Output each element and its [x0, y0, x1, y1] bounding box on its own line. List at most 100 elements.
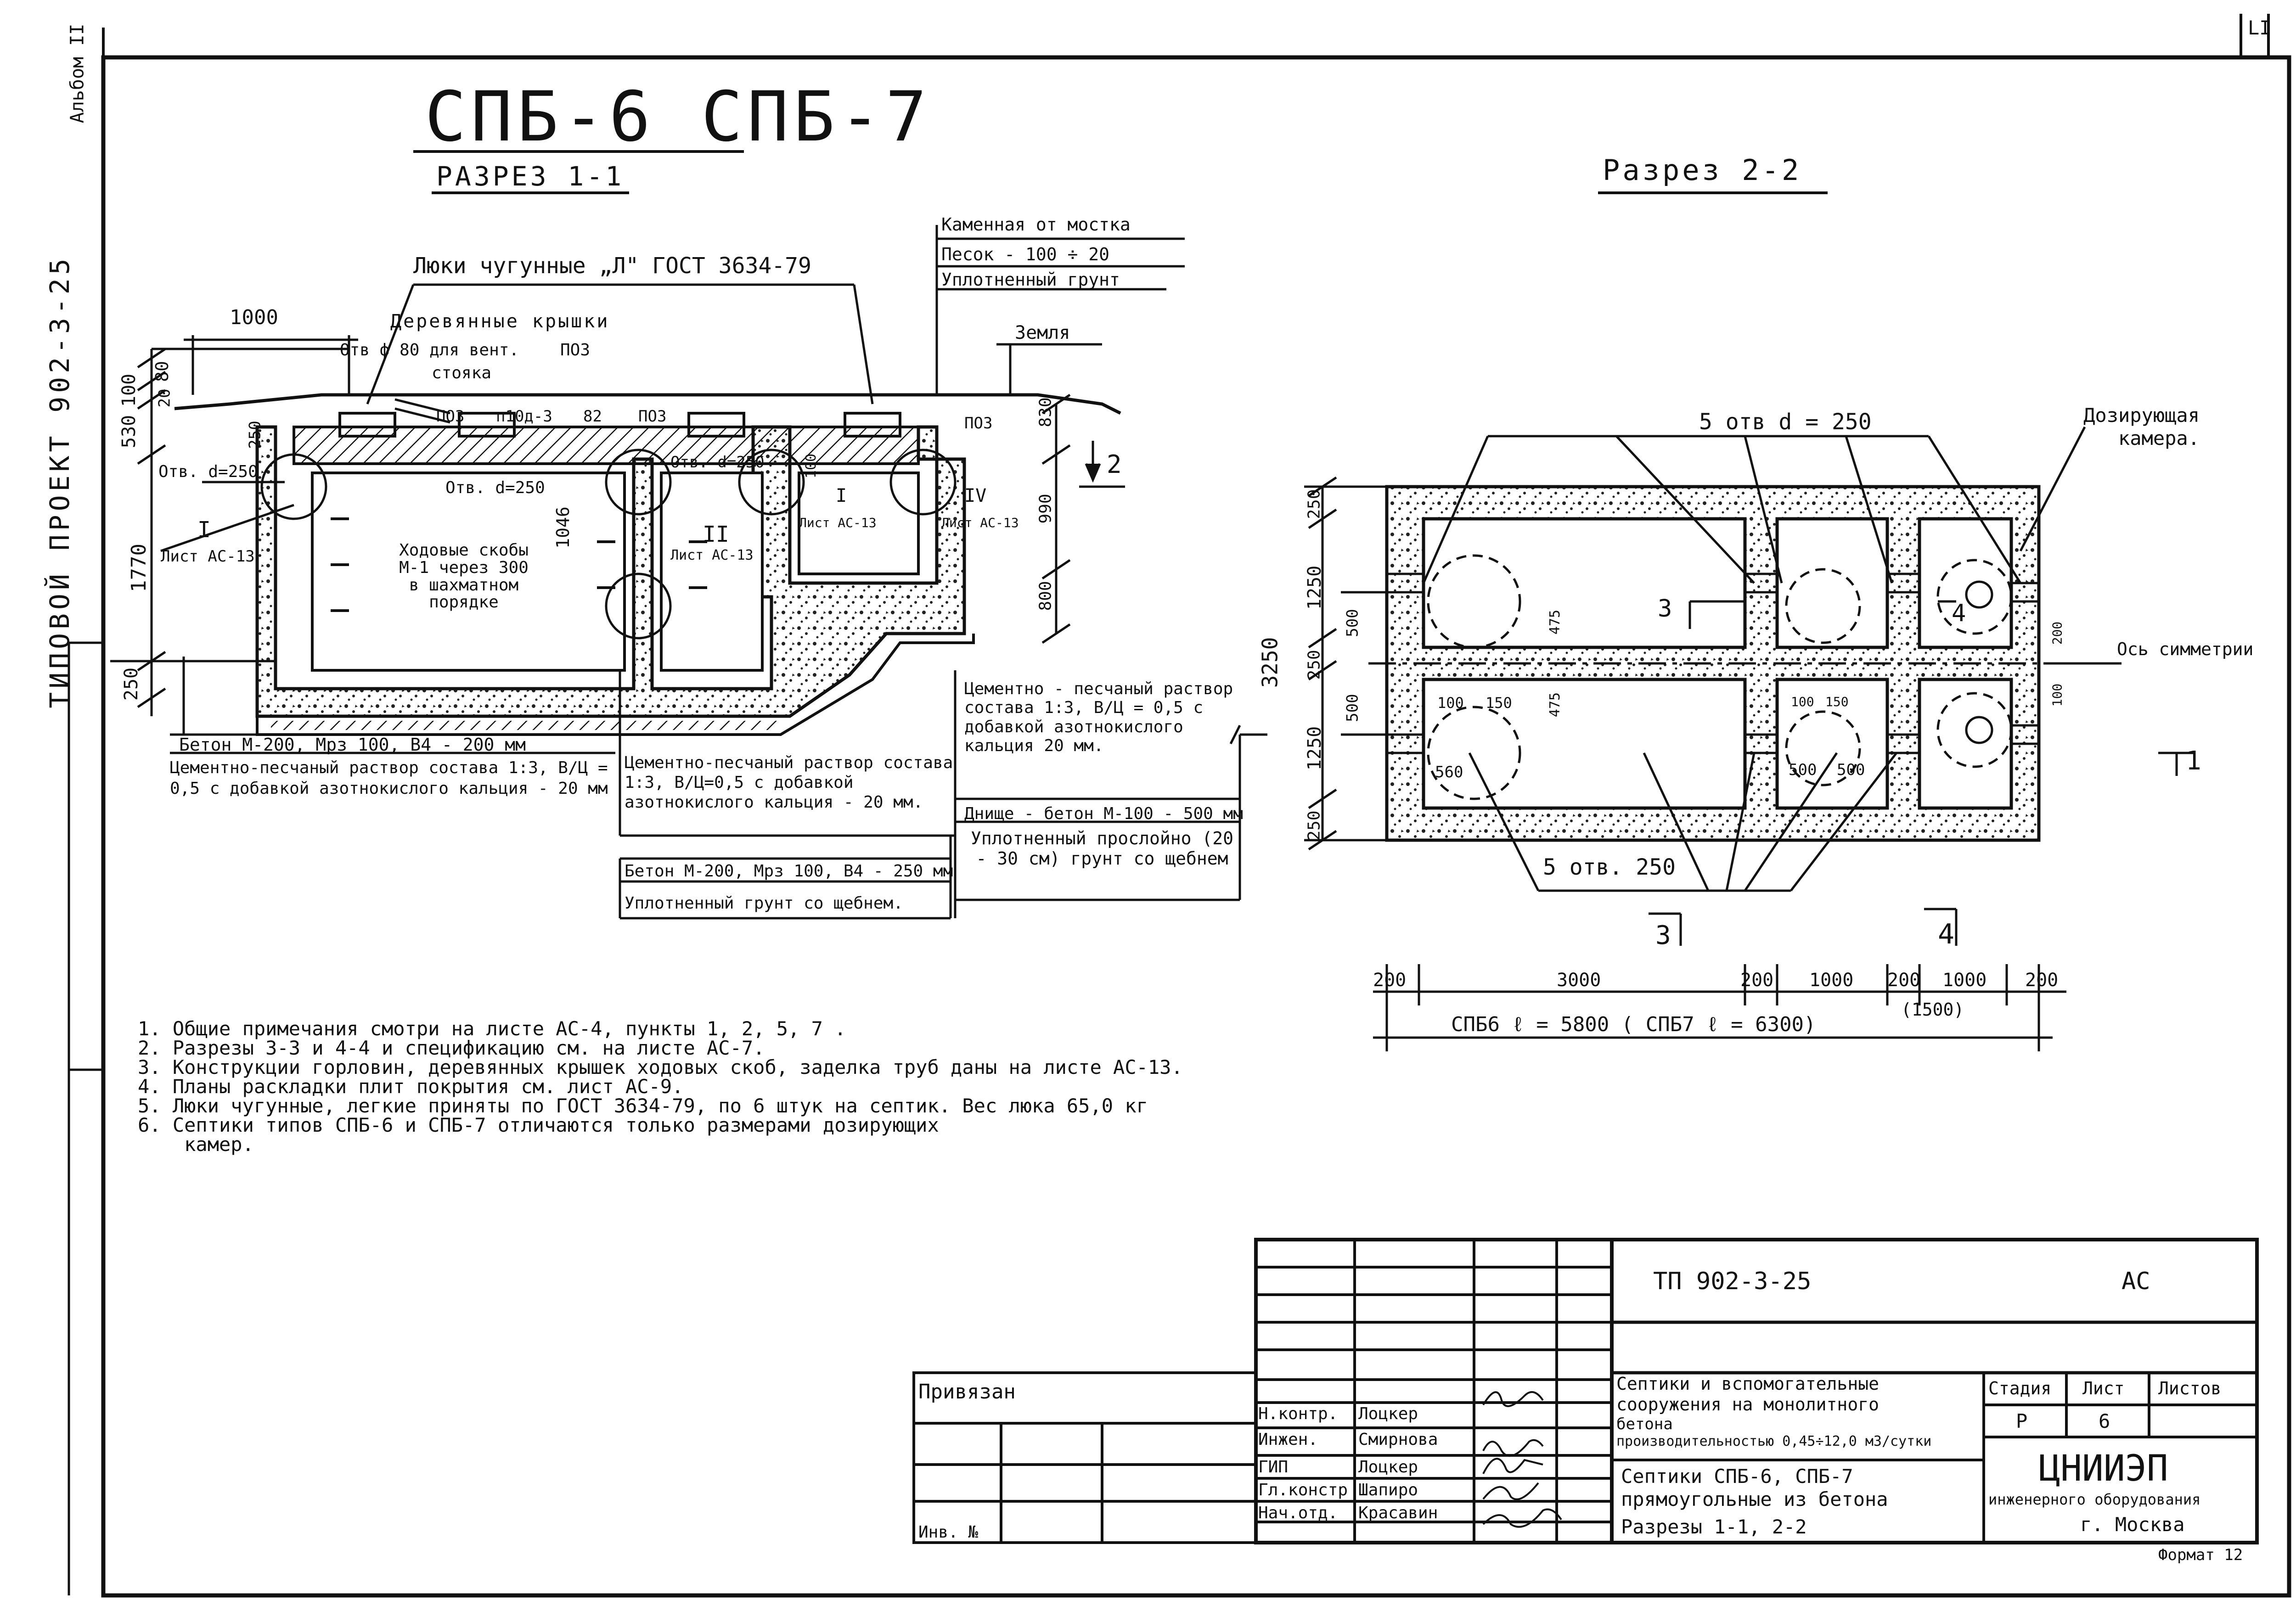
plan-dim-500a: 500 [1343, 609, 1362, 637]
callout-rungs: Ходовые скобы М-1 через 300 в шахматном … [399, 541, 529, 612]
corner-sheet-mark: LI [2248, 17, 2271, 39]
callout-plate: п10д-3 [496, 407, 552, 426]
plan-top-holes: 5 отв d = 250 [1699, 409, 1872, 435]
signatures [1482, 1391, 1562, 1528]
tb-role-4: Гл.констр [1258, 1481, 1348, 1499]
tb-sheets-header: Листов [2158, 1378, 2222, 1398]
plan-bottom-200b: 200 [1740, 970, 1774, 991]
dim-830: 830 [1036, 397, 1055, 427]
dim-100b: 100 [803, 453, 820, 479]
cut-mark-4-inner: 4 [1952, 600, 1966, 627]
plan-bottom-1000b: 1000 [1942, 970, 1987, 991]
plan-dim-500d: 500 [1837, 761, 1865, 779]
detail-I-right: I [836, 485, 847, 506]
callout-poz-a: ПОЗ [560, 341, 591, 359]
callout-hole-mid: Отв. d=250 [445, 478, 545, 497]
tb-name-3: Лоцкер [1358, 1458, 1418, 1476]
plan-dim-475a: 475 [1547, 609, 1564, 635]
cut-mark-3-top: 3 [1658, 595, 1672, 623]
plan-bottom-200c: 200 [1887, 970, 1921, 991]
tb-mark: АС [2122, 1268, 2150, 1295]
plan-dim-100c: 100 [2049, 683, 2065, 707]
tb-format: Формат 12 [2158, 1546, 2243, 1564]
plan-dim-200: 200 [2049, 621, 2065, 645]
tb-desc-4: производительностью 0,45÷12,0 м3/сутки [1616, 1433, 1932, 1449]
tb-sheet-number: 6 [2099, 1410, 2110, 1432]
dim-530: 530 [118, 415, 140, 449]
callout-poz-b: ПОЗ [436, 407, 465, 426]
section-1-label: РАЗРЕЗ 1-1 [436, 161, 625, 192]
detail-IV: IV [964, 485, 987, 506]
section-1-1-dimensions [110, 225, 1185, 716]
dim-250-bottom: 250 [121, 667, 142, 701]
note-line: 2. Разрезы 3-3 и 4-4 и спецификацию см. … [138, 1037, 765, 1059]
tb-privyazan: Привязан [918, 1380, 1016, 1404]
tb-inv: Инв. № [918, 1523, 979, 1542]
plan-dim-3250: 3250 [1257, 637, 1283, 688]
tb-name-4: Шапиро [1358, 1481, 1418, 1499]
callout-vent-hole: Отв ф 80 для вент. [340, 341, 519, 359]
plan-dim-250a: 250 [1305, 489, 1324, 519]
tb-role-1: Н.контр. [1258, 1404, 1338, 1423]
plan-dim-475b: 475 [1547, 692, 1564, 718]
plan-dim-150b: 150 [1825, 694, 1849, 709]
callout-stone: Каменная от мостка [941, 214, 1131, 235]
note-line: 3. Конструкции горловин, деревянных крыш… [138, 1056, 1183, 1078]
tb-role-2: Инжен. [1258, 1430, 1318, 1449]
note-compacted-layer: Уплотненный прослойно (20 - 30 см) грунт… [971, 828, 1233, 869]
tb-role-3: ГИП [1258, 1458, 1289, 1476]
dim-800: 800 [1036, 581, 1055, 611]
detail-II: II [703, 522, 729, 547]
note-line: 4. Планы раскладки плит покрытия см. лис… [138, 1075, 684, 1098]
tb-name-5: Красавин [1358, 1504, 1438, 1522]
callout-poz-c: ПОЗ [638, 407, 667, 426]
note-gravel-soil: Уплотненный грунт со щебнем. [625, 894, 903, 913]
callout-82: 82 [583, 407, 602, 426]
section-arrow-2: 2 [1107, 450, 1122, 479]
dim-100: 100 [118, 373, 140, 407]
section-1-1-drawing [174, 393, 1121, 736]
sheet-ref-II: Лист АС-13 [670, 547, 754, 563]
drawing-title: СПБ-6 СПБ-7 [425, 77, 932, 157]
plan-bottom-200a: 200 [1373, 970, 1407, 991]
plan-bottom-200d: 200 [2025, 970, 2059, 991]
dim-990: 990 [1036, 494, 1055, 524]
general-notes: 1. Общие примечания смотри на листе АС-4… [138, 1019, 1183, 1154]
callout-compacted: Уплотненный грунт [941, 269, 1120, 290]
plan-bottom-3000: 3000 [1557, 970, 1601, 991]
dim-1770: 1770 [127, 544, 151, 592]
dim-1000: 1000 [230, 306, 278, 329]
callout-riser: стояка [432, 364, 492, 382]
detail-I-left: I [197, 517, 211, 543]
plan-dim-150a: 150 [1486, 694, 1512, 712]
dim-80: 80 [152, 361, 172, 382]
note-mortar-c: Цементно - песчаный раствор состава 1:3,… [964, 679, 1233, 756]
plan-total-length: СПБ6 ℓ = 5800 ( СПБ7 ℓ = 6300) [1451, 1013, 1816, 1036]
note-mortar-a: Цементно-песчаный раствор состава 1:3, В… [170, 758, 608, 798]
note-line: 1. Общие примечания смотри на листе АС-4… [138, 1017, 846, 1040]
plan-dim-250b: 250 [1305, 650, 1324, 680]
dim-250-top: 250 [246, 421, 264, 449]
sheet-frame [68, 14, 2291, 1598]
title-underlines [413, 150, 1828, 194]
note-bottom: Днище - бетон М-100 - 500 мм [964, 804, 1243, 823]
dim-20: 20 [155, 388, 174, 408]
plan-dim-100a: 100 [1437, 694, 1464, 712]
sheet-ref-I-right: Лист АС-13 [799, 515, 877, 530]
cut-mark-4: 4 [1938, 918, 1955, 950]
tb-project-code: ТП 902-3-25 [1653, 1268, 1812, 1295]
tb-role-5: Нач.отд. [1258, 1504, 1338, 1522]
margin-stamp: ТИПОВОЙ ПРОЕКТ 902-3-25 [44, 255, 75, 708]
tb-org-sub: инженерного оборудования [1988, 1491, 2201, 1508]
plan-bottom-1500: (1500) [1901, 999, 1964, 1020]
note-concrete-b: Бетон М-200, Мрз 100, В4 - 250 мм [625, 862, 953, 881]
tb-name-2: Смирнова [1358, 1430, 1438, 1449]
plan-bottom-holes: 5 отв. 250 [1543, 854, 1676, 880]
plan-bottom-1000a: 1000 [1809, 970, 1854, 991]
plan-dim-250c: 250 [1305, 810, 1324, 841]
plan-symmetry-axis: Ось симметрии [2117, 639, 2254, 659]
cut-mark-3: 3 [1655, 921, 1671, 950]
section-2-label: Разрез 2-2 [1603, 153, 1802, 187]
margin-album: Альбом II [67, 23, 88, 124]
tb-org: ЦНИИЭП [2039, 1448, 2168, 1489]
